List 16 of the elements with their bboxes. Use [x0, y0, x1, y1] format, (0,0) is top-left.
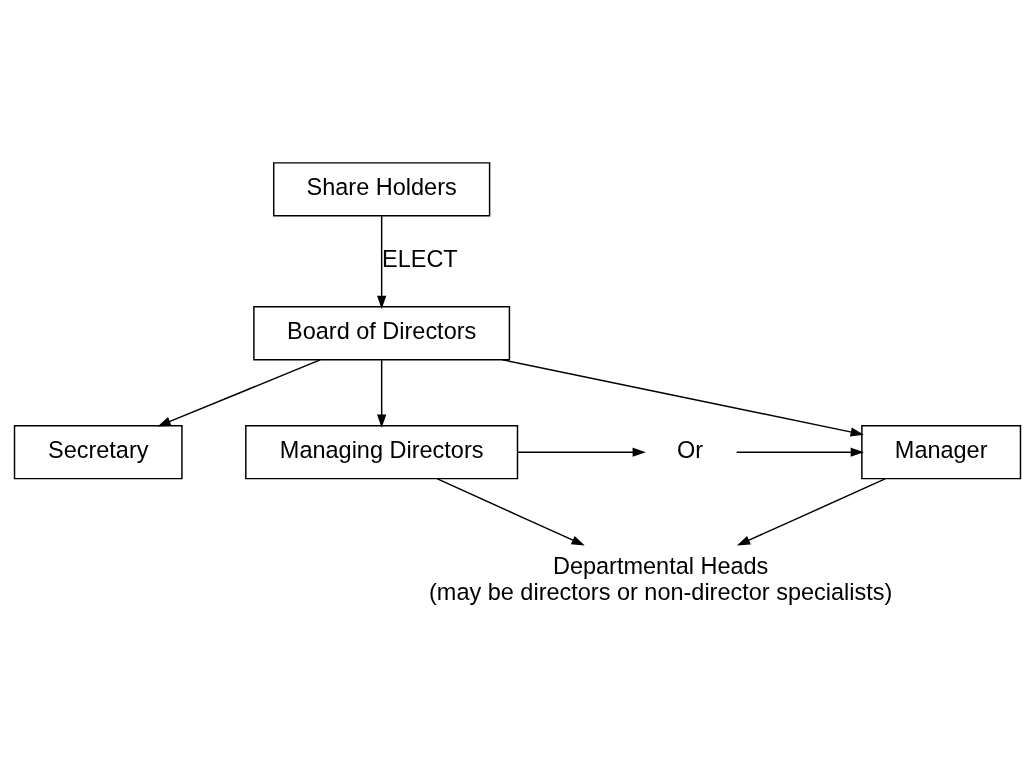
arrow [377, 358, 387, 428]
node-box: Board of Directors [253, 305, 511, 360]
node-box: Share Holders [273, 161, 491, 216]
node-text: Departmental Heads (may be directors or non-director specialists) [429, 552, 893, 605]
node-box: Secretary [13, 424, 183, 479]
arrow [517, 447, 646, 457]
arrow [735, 447, 864, 457]
arrow [501, 358, 864, 437]
node-box: Managing Directors [245, 424, 519, 479]
edge-label: ELECT [381, 245, 458, 272]
node-text: Or [677, 436, 704, 463]
arrow [157, 358, 321, 426]
arrow [436, 477, 585, 546]
arrow [736, 477, 886, 546]
node-box: Manager [861, 424, 1022, 479]
arrow [377, 214, 387, 309]
